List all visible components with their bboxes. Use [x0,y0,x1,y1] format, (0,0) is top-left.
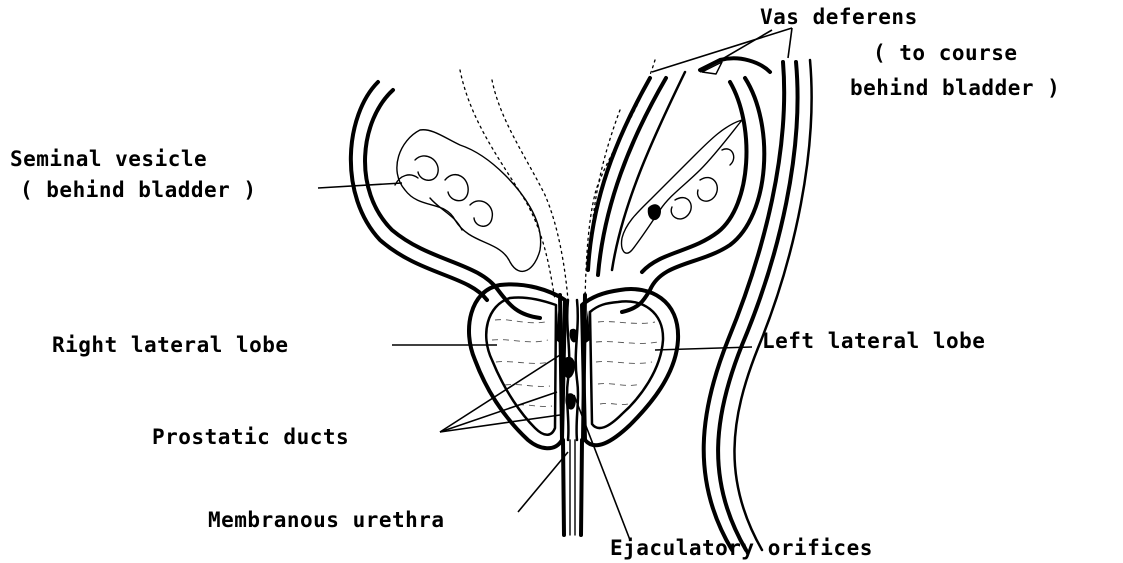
seminal-vesicle-note: ( behind bladder ) [20,178,257,202]
vas-deferens-note-line2: behind bladder ) [850,76,1060,100]
vas-deferens-note-line1: ( to course [873,41,1018,65]
vas-deferens-label: Vas deferens [760,5,918,29]
left-lateral-lobe-label: Left lateral lobe [762,329,985,353]
left-lateral-lobe-shape [582,289,678,445]
right-lateral-lobe-label: Right lateral lobe [52,333,289,357]
prostatic-ducts-label: Prostatic ducts [152,425,349,449]
membranous-urethra-label: Membranous urethra [208,508,445,532]
left-seminal-vesicle [622,78,765,312]
seminal-vesicle-label: Seminal vesicle [10,147,207,171]
leader-lines [318,28,792,540]
vas-deferens-right [700,58,812,550]
bladder-outline [460,60,655,300]
central-urethra [556,295,590,535]
ejaculatory-orifices-label: Ejaculatory orifices [610,536,873,560]
